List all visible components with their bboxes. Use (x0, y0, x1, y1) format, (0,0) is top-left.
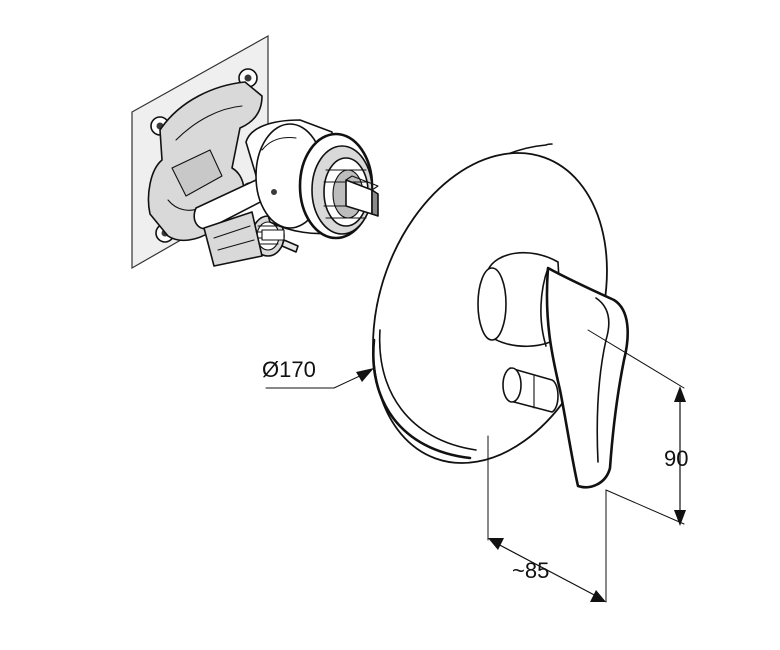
depth-arrow-right (590, 590, 606, 602)
depth-label: ~85 (512, 558, 549, 583)
diameter-label: Ø170 (262, 357, 316, 382)
concealed-valve-body (131, 34, 379, 270)
height-arrow-top (674, 386, 686, 402)
height-label: 90 (664, 446, 688, 471)
diverter-knob (502, 367, 559, 413)
height-arrow-bottom (674, 510, 686, 526)
handle-lever (545, 266, 629, 489)
valve-spindle (345, 175, 379, 217)
mixer-handle (477, 251, 629, 489)
dimension-annotations: Ø170 ~85 90 (262, 329, 688, 603)
cartridge-cylinder (245, 119, 374, 240)
diameter-arrow (356, 368, 374, 382)
depth-arrow-left (488, 538, 504, 550)
